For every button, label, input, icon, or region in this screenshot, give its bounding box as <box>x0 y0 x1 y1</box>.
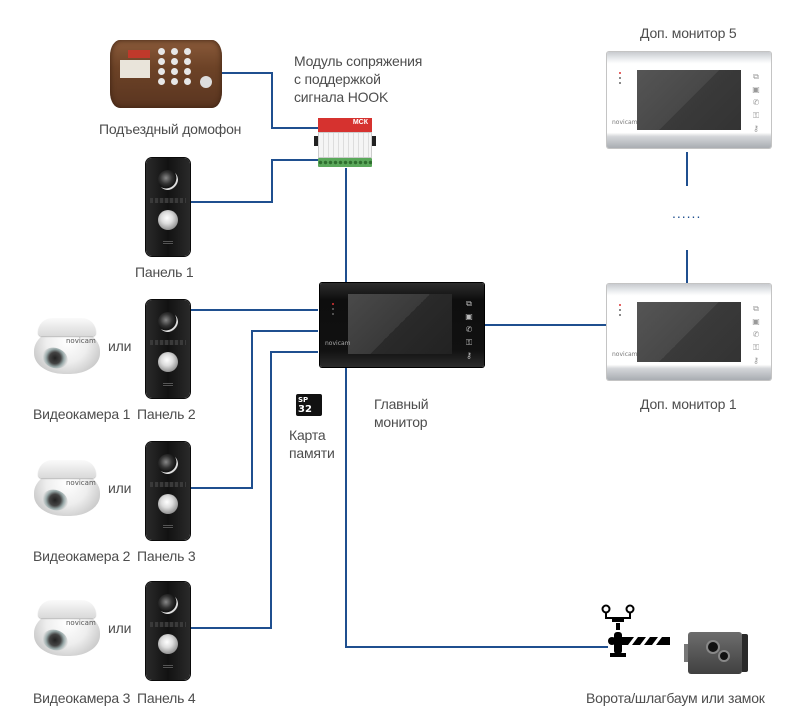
panel-4-image <box>146 582 190 680</box>
camera-2-label: Видеокамера 2 <box>33 548 131 564</box>
wire-panel4-to-main-monitor <box>182 351 318 629</box>
gate-label: Ворота/шлагбаум или замок <box>586 690 765 706</box>
camera-2-image: novicam <box>32 460 102 520</box>
wire-panel3-to-main-monitor <box>182 330 318 489</box>
entrance-intercom-image <box>110 40 222 108</box>
more-monitors-ellipsis: ...... <box>672 205 702 221</box>
main-monitor-label-line-1: Главный <box>374 396 429 412</box>
wire-panel1-to-module <box>182 159 318 203</box>
panel-1-image <box>146 158 190 256</box>
module-label-line-1: Модуль сопряжения <box>294 53 423 69</box>
panel-4-label: Панель 4 <box>137 690 196 706</box>
module-badge: МСК <box>318 118 372 132</box>
camera-3-image: novicam <box>32 600 102 660</box>
camera-3-label: Видеокамера 3 <box>33 690 131 706</box>
monitor-icon-2: ▣ <box>465 312 473 321</box>
key-icon: ⚿ <box>465 338 473 347</box>
camera-1-image: novicam <box>32 318 102 378</box>
extra-monitor-5-label: Доп. монитор 5 <box>640 25 737 41</box>
module-label-line-2: с поддержкой <box>294 71 381 87</box>
phone-icon: ✆ <box>465 325 473 334</box>
interface-module-image: МСК <box>314 118 376 168</box>
camera-1-label: Видеокамера 1 <box>33 406 131 422</box>
extra-monitor-5-image: novicam ⧉▣✆⚿⚷ <box>607 52 771 148</box>
monitor-icon-1: ⧉ <box>466 299 472 308</box>
memory-card-label-line-1: Карта <box>289 427 326 443</box>
entrance-intercom-label: Подъездный домофон <box>99 121 242 137</box>
panel-2-image <box>146 300 190 398</box>
panel-1-label: Панель 1 <box>135 264 194 280</box>
panel-2-label: Панель 2 <box>137 406 196 422</box>
module-label-line-3: сигнала HOOK <box>294 89 389 105</box>
barrier-gate-icon <box>601 604 670 657</box>
unlock-icon: ⚷ <box>466 351 472 360</box>
panel-3-label: Панель 3 <box>137 548 196 564</box>
memory-card-label-line-2: памяти <box>289 445 335 461</box>
main-monitor-image: novicam ⧉ ▣ ✆ ⚿ ⚷ <box>320 283 484 367</box>
or-label-1: или <box>108 338 132 354</box>
wire-intercom-to-module <box>222 72 318 129</box>
or-label-2: или <box>108 480 132 496</box>
or-label-3: или <box>108 620 132 636</box>
panel-3-image <box>146 442 190 540</box>
extra-monitor-1-label: Доп. монитор 1 <box>640 396 737 412</box>
wire-main-monitor-to-gate <box>345 368 608 648</box>
extra-monitor-1-image: novicam ⧉▣✆⚿⚷ <box>607 284 771 380</box>
electric-lock-image <box>684 632 748 674</box>
main-monitor-label-line-2: монитор <box>374 414 428 430</box>
memory-card-image: SP 32 <box>296 394 322 416</box>
